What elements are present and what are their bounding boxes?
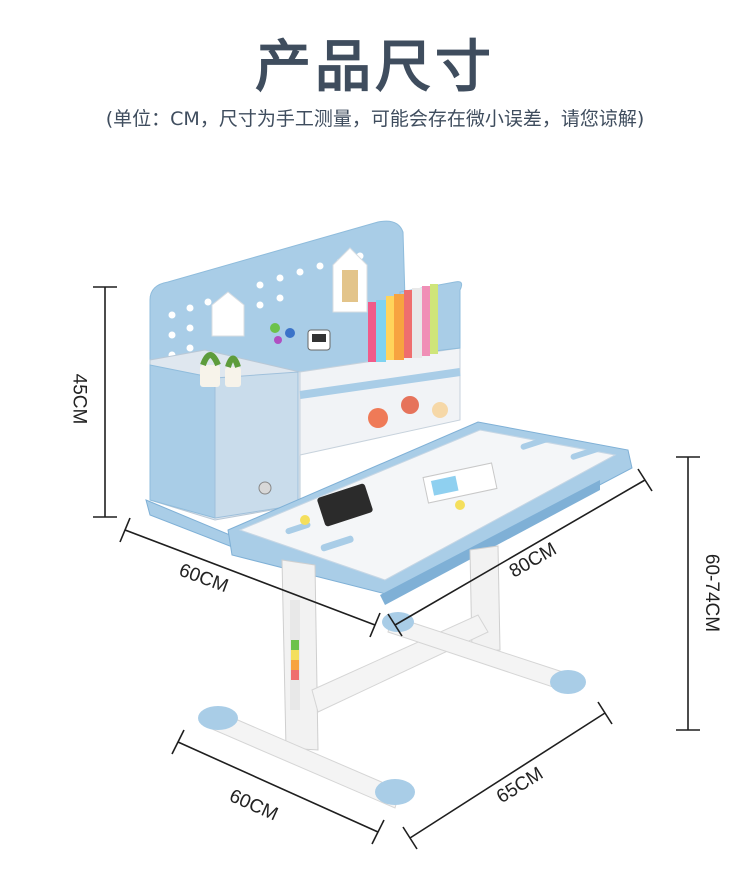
dim-line-base-depth: [177, 741, 379, 833]
foot-cap-front-left: [198, 706, 238, 730]
tablet: [317, 483, 373, 527]
page-title: 产品尺寸: [255, 35, 495, 100]
label-hutch-height: 45CM: [68, 373, 90, 425]
magnet-green: [270, 323, 280, 333]
toy-rocket: [368, 408, 388, 428]
cabinet-knob: [258, 481, 272, 495]
pen-tray-1: [320, 535, 354, 552]
foot-cap-rear-right: [550, 670, 586, 694]
dim-line-base-width: [409, 712, 606, 839]
dim-line-desk-depth: [124, 529, 376, 626]
magnet-blue: [285, 328, 295, 338]
page-subtitle: (单位：CM，尺寸为手工测量，可能会存在微小误差，请您谅解): [105, 108, 645, 130]
label-desk-height-range: 60-74CM: [701, 553, 723, 633]
dim-line-desk-width: [394, 479, 646, 626]
plant-pot-left: [200, 365, 220, 387]
dimension-lines: [93, 286, 700, 850]
pen-tray-3: [520, 436, 550, 450]
magnet-purple: [274, 336, 282, 344]
pen-tray-4: [570, 446, 600, 460]
books: [368, 284, 438, 362]
pen-tray-2: [285, 521, 311, 535]
toy-crab: [401, 396, 419, 414]
foot-cap-front-right: [375, 779, 415, 805]
toy-bun: [432, 402, 448, 418]
height-scale-colors: [291, 640, 299, 680]
plant-pot-right: [225, 367, 241, 387]
house-ornament-left: [211, 291, 245, 337]
